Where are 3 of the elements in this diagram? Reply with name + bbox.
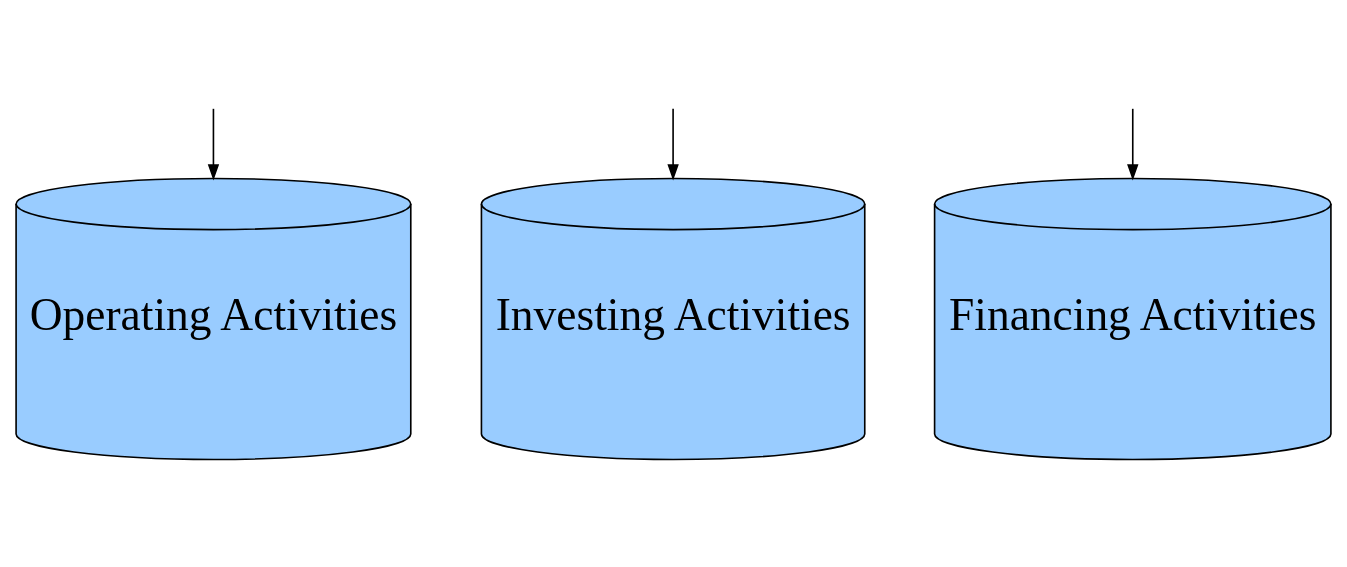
arrow — [207, 108, 220, 181]
arrow — [1127, 108, 1139, 181]
arrow — [667, 108, 679, 181]
